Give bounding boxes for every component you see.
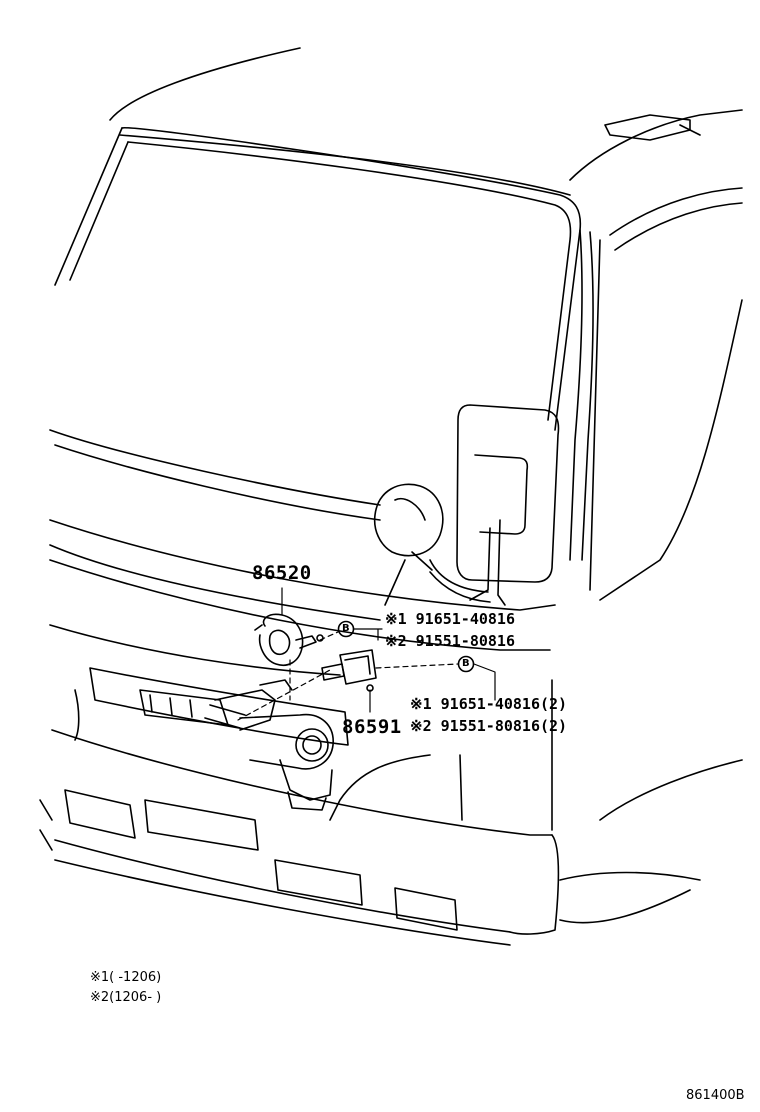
windshield-left-inner [69,141,129,281]
mirror-body [456,404,560,583]
front-panel-grille-2 [49,624,341,676]
lower-body-line [559,889,691,924]
bumper-hatch [39,799,53,851]
bumper-side [509,834,560,935]
fastener-upper-1[interactable]: ※1 91651-40816 [385,610,515,628]
front-panel-grille-top [49,559,551,651]
front-panel-mid [49,544,381,621]
ref-marker-lower: B [462,658,470,669]
fastener-lower-1[interactable]: ※1 91651-40816(2) [410,695,568,713]
cab-roof-outline [109,47,301,121]
hood-line-1 [49,429,381,506]
note-2: ※2(1206- ) [90,990,162,1005]
bumper-slot-2 [144,799,259,851]
roof-edge [679,124,701,136]
fastener-upper-2[interactable]: ※2 91551-80816 [385,632,515,650]
bumper-slot-3 [274,859,363,906]
part-number-bracket[interactable]: 86591 [342,716,402,738]
mirror-stay-1 [469,527,491,601]
bumper-top [51,729,553,836]
leader-round-mirror [384,559,406,606]
mirror-stay-2 [497,519,506,606]
leader-upper-fasteners [353,628,383,641]
windshield-left [54,127,123,286]
mirror-arm [429,559,489,593]
windshield-outer [121,126,582,431]
note-1: ※1( -1206) [90,970,162,985]
front-panel-top [49,519,556,611]
grille-opening-1 [89,667,349,746]
horn-assembly-drawing [139,679,334,811]
a-pillar-inner [581,231,594,561]
bumper-slot-1 [64,789,136,839]
round-mirror [373,483,444,557]
leader-lower-fasteners [473,663,496,701]
windshield-inner [127,141,572,421]
fender-arch [329,754,431,821]
bumper-bottom [54,839,511,933]
round-mirror-inner [394,498,426,521]
bracket-86591-drawing [321,649,377,692]
fastener-lower-2[interactable]: ※2 91551-80816(2) [410,717,568,735]
a-pillar [569,229,583,561]
assembly-dashed-lines [237,631,459,721]
door-edge [599,299,743,601]
horn-86520-drawing [254,613,324,666]
side-door-line [589,239,601,591]
wheel-arch [599,759,743,821]
bumper-slot-4 [394,887,458,931]
mirror-glass [474,454,529,535]
roof-vent [604,114,691,141]
hood-line-2 [54,444,381,521]
cab-roof-line [119,134,571,196]
ref-marker-upper: B [342,623,350,634]
grille-opening-2 [74,689,80,741]
cab-roof-rear [569,109,743,181]
bumper-lower [54,859,511,946]
side-window [609,187,743,236]
part-number-horn[interactable]: 86520 [252,562,312,584]
round-mirror-stem [411,551,433,571]
mirror-arm-2 [429,571,491,603]
wheel-arch-2 [559,871,701,881]
fender-inner [459,754,463,821]
side-window-inner [614,202,743,251]
figure-code: 861400B [686,1088,745,1103]
